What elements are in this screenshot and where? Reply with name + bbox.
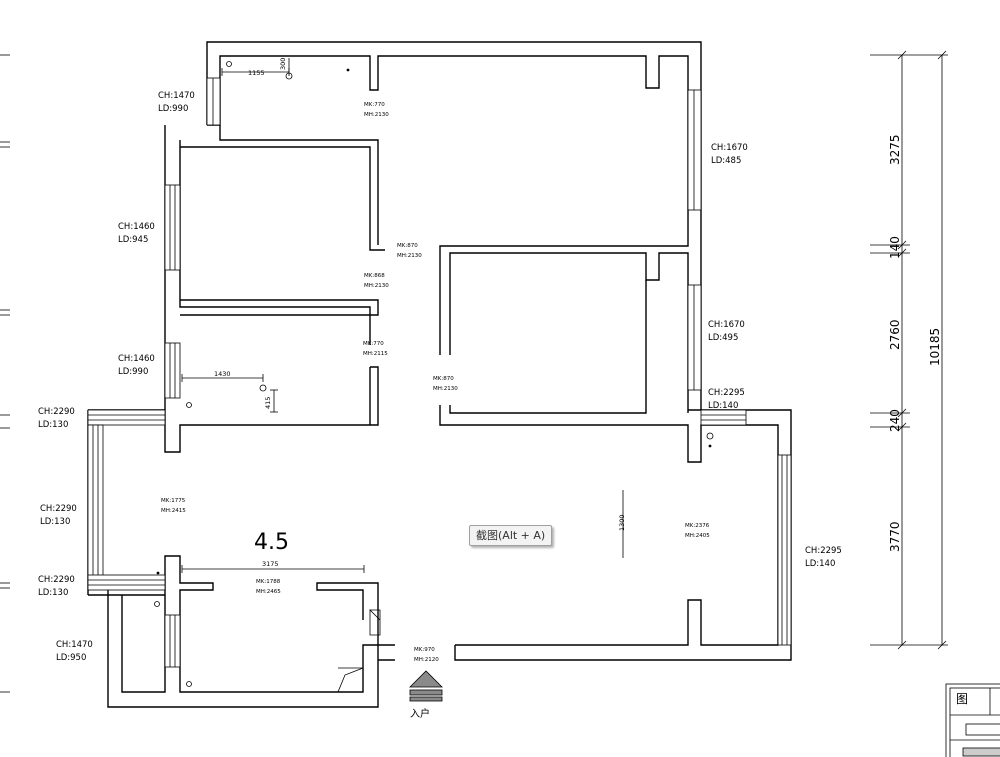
entry-label: 入户 [410,707,430,720]
door-label-mk: MK:1775 [161,498,186,504]
dimension-lines [181,50,948,650]
dimension-texts: 1155 300 1430 415 3175 1300 3275 140 276… [214,58,942,568]
window-label-ld: LD:130 [40,517,70,527]
door-label-mk: MK:2376 [685,523,710,529]
door-label-mh: MH:2120 [414,657,439,663]
dimension-text: 1155 [248,69,265,77]
window-label-ch: CH:1470 [158,91,195,101]
dimension-text: 415 [264,397,272,409]
door-label-mh: MH:2130 [364,112,389,118]
window-label-ch: CH:1670 [708,320,745,330]
dimension-text-segment: 240 [888,409,902,432]
window-label-ch: CH:2290 [38,575,75,585]
door-label-mh: MH:2415 [161,508,186,514]
window-label-ld: LD:140 [708,401,738,411]
window-label-ld: LD:485 [711,156,741,166]
windows [87,77,792,668]
door-label-mh: MH:2130 [364,283,389,289]
dimension-text-segment: 3275 [888,134,902,165]
dimension-text: 1430 [214,370,231,378]
fixtures [154,61,714,693]
dimension-text: 3175 [262,560,279,568]
entrance-arrow [409,670,443,702]
dimension-text-segment: 3770 [888,521,902,552]
window-label-ch: CH:1460 [118,354,155,364]
window-label-ch: CH:2295 [805,546,842,556]
door-label-mh: MH:2130 [397,253,422,259]
door-labels: MK:770 MH:2130 MK:870 MH:2130 MK:868 MH:… [161,102,710,663]
door-label-mk: MK:870 [433,376,454,382]
door-label-mh: MH:2465 [256,589,281,595]
door-label-mh: MH:2115 [363,351,388,357]
window-label-ch: CH:2290 [40,504,77,514]
window-label-ch: CH:1670 [711,143,748,153]
window-label-ld: LD:990 [118,367,148,377]
area-number: 4.5 [254,530,289,555]
door-label-mk: MK:1788 [256,579,281,585]
window-label-ch: CH:1470 [56,640,93,650]
door-label-mk: MK:970 [414,647,435,653]
window-label-ld: LD:495 [708,333,738,343]
door-label-mk: MK:870 [397,243,418,249]
window-label-ch: CH:1460 [118,222,155,232]
dimension-text: 1300 [618,514,626,531]
door-label-mh: MH:2130 [433,386,458,392]
dimension-text-segment: 2760 [888,319,902,350]
window-label-ld: LD:130 [38,588,68,598]
title-block [945,683,1000,757]
window-label-ch: CH:2295 [708,388,745,398]
window-label-ld: LD:990 [158,104,188,114]
window-label-ld: LD:140 [805,559,835,569]
window-label-ld: LD:950 [56,653,86,663]
door-label-mk: MK:770 [364,102,385,108]
window-label-ld: LD:945 [118,235,148,245]
margin-ticks [0,54,10,693]
window-labels: CH:1470 LD:990 CH:1460 LD:945 CH:1460 LD… [38,91,842,663]
screenshot-tooltip: 截图(Alt + A) [469,525,553,546]
dimension-text: 300 [279,58,287,70]
dimension-text-total: 10185 [928,328,942,366]
window-label-ch: CH:2290 [38,407,75,417]
walls [87,41,792,708]
door-label-mk: MK:868 [364,273,385,279]
dimension-text-segment: 140 [888,236,902,259]
door-label-mh: MH:2405 [685,533,710,539]
title-block-label: 图 [956,692,968,706]
door-label-mk: MK:770 [363,341,384,347]
window-label-ld: LD:130 [38,420,68,430]
